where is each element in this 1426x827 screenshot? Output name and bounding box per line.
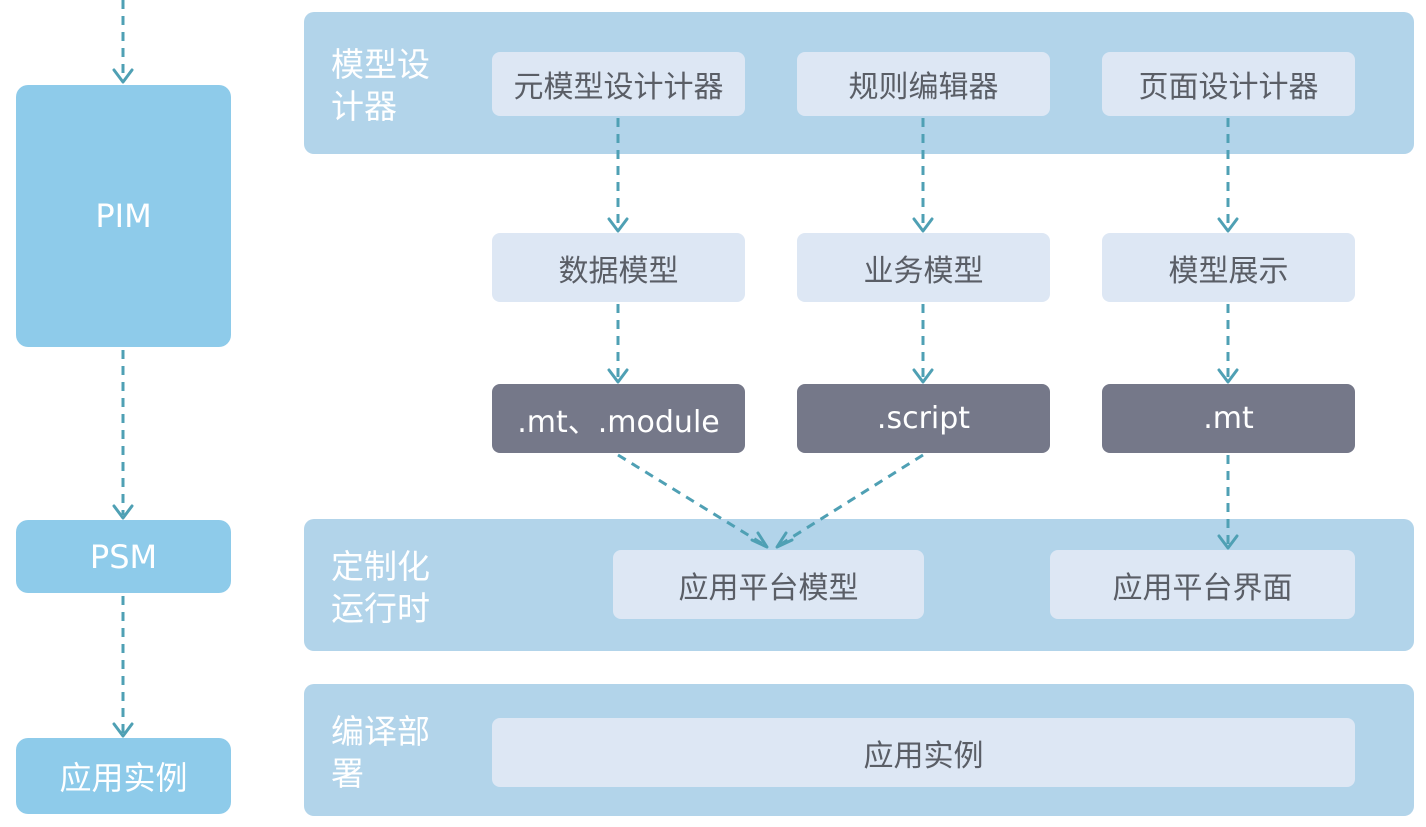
deploy-app-instance-label: 应用实例 — [863, 738, 984, 774]
model-data: 数据模型 — [492, 233, 745, 302]
arrowhead-psm-instance — [112, 722, 134, 738]
stage-instance-label: 应用实例 — [59, 759, 188, 797]
tool-page-designer: 页面设计计器 — [1102, 52, 1355, 116]
model-business-label: 业务模型 — [863, 253, 984, 289]
tool-rule-editor: 规则编辑器 — [797, 52, 1050, 116]
runtime-platform-model: 应用平台模型 — [613, 550, 924, 619]
model-data-label: 数据模型 — [558, 253, 679, 289]
file-script-label: .script — [876, 401, 971, 436]
file-script: .script — [797, 384, 1050, 453]
tool-meta-model-designer-label: 元模型设计计器 — [513, 70, 724, 105]
stage-pim-label: PIM — [95, 197, 152, 235]
model-business: 业务模型 — [797, 233, 1050, 302]
tool-page-designer-label: 页面设计计器 — [1138, 70, 1319, 105]
runtime-platform-ui: 应用平台界面 — [1050, 550, 1355, 619]
file-mt-module: .mt、.module — [492, 384, 745, 453]
arrowhead-tool2-model2 — [912, 217, 934, 233]
runtime-platform-ui-label: 应用平台界面 — [1112, 570, 1293, 606]
model-display: 模型展示 — [1102, 233, 1355, 302]
arrowhead-top-pim — [112, 68, 134, 84]
stage-pim: PIM — [16, 85, 231, 347]
band-deploy-label: 编译部署 — [331, 712, 430, 793]
band-runtime-label: 定制化运行时 — [331, 547, 430, 628]
stage-instance: 应用实例 — [16, 738, 231, 814]
stage-psm-label: PSM — [89, 537, 158, 576]
deploy-app-instance: 应用实例 — [492, 718, 1355, 787]
arrowhead-model3-file3 — [1217, 368, 1239, 384]
arrowhead-pim-psm — [112, 504, 134, 520]
arrowhead-model1-file1 — [607, 368, 629, 384]
arrowhead-model2-file2 — [912, 368, 934, 384]
band-model-designer-label: 模型设计器 — [331, 45, 430, 126]
tool-rule-editor-label: 规则编辑器 — [848, 70, 999, 105]
arrowhead-tool3-model3 — [1217, 217, 1239, 233]
stage-psm: PSM — [16, 520, 231, 593]
file-mt-label: .mt — [1203, 401, 1254, 436]
file-mt: .mt — [1102, 384, 1355, 453]
file-mt-module-label: .mt、.module — [517, 404, 720, 440]
runtime-platform-model-label: 应用平台模型 — [678, 570, 859, 606]
model-display-label: 模型展示 — [1168, 253, 1289, 289]
tool-meta-model-designer: 元模型设计计器 — [492, 52, 745, 116]
arrowhead-tool1-model1 — [607, 217, 629, 233]
